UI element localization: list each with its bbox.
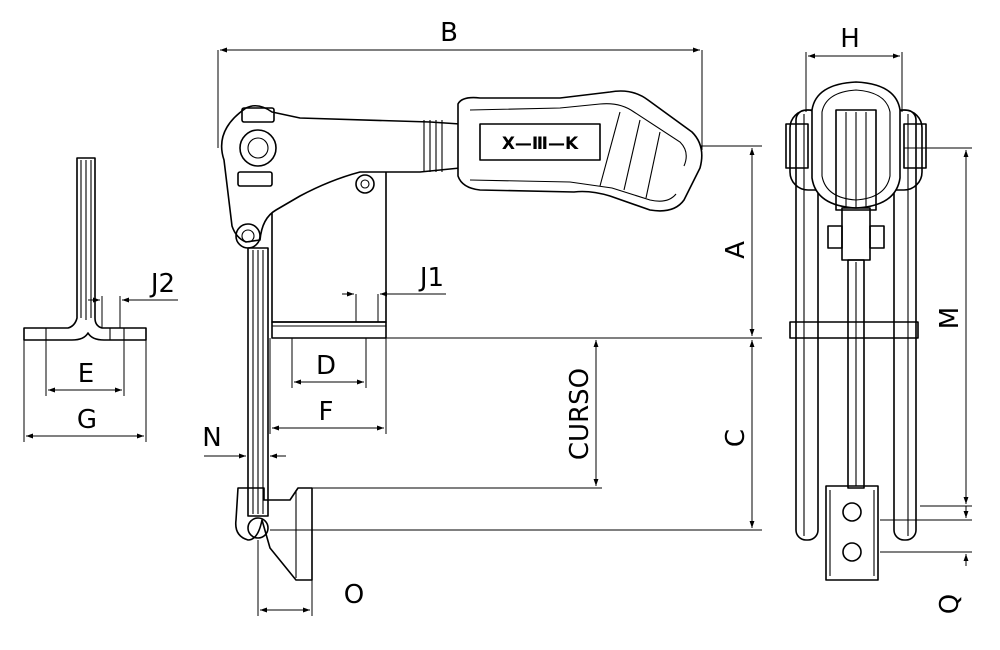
- label-Q: Q: [935, 594, 965, 614]
- label-F: F: [319, 397, 334, 427]
- front-view-clamp: [785, 81, 927, 581]
- label-N: N: [202, 423, 221, 453]
- left-view-bracket: [23, 157, 147, 341]
- label-C: C: [721, 429, 751, 447]
- label-curso: CURSO: [565, 368, 595, 460]
- label-G: G: [77, 405, 97, 435]
- label-H: H: [840, 24, 860, 54]
- side-view-clamp: [220, 90, 703, 581]
- label-D: D: [316, 351, 336, 381]
- handle-logo: X—Ⅲ—K: [502, 134, 579, 154]
- label-J2: J2: [149, 269, 175, 299]
- label-M: M: [935, 307, 965, 329]
- label-A: A: [721, 241, 751, 259]
- dimension-lines: [23, 47, 972, 616]
- label-B: B: [440, 18, 458, 48]
- label-E: E: [78, 359, 94, 389]
- label-J1: J1: [418, 263, 444, 293]
- label-O: O: [344, 580, 364, 610]
